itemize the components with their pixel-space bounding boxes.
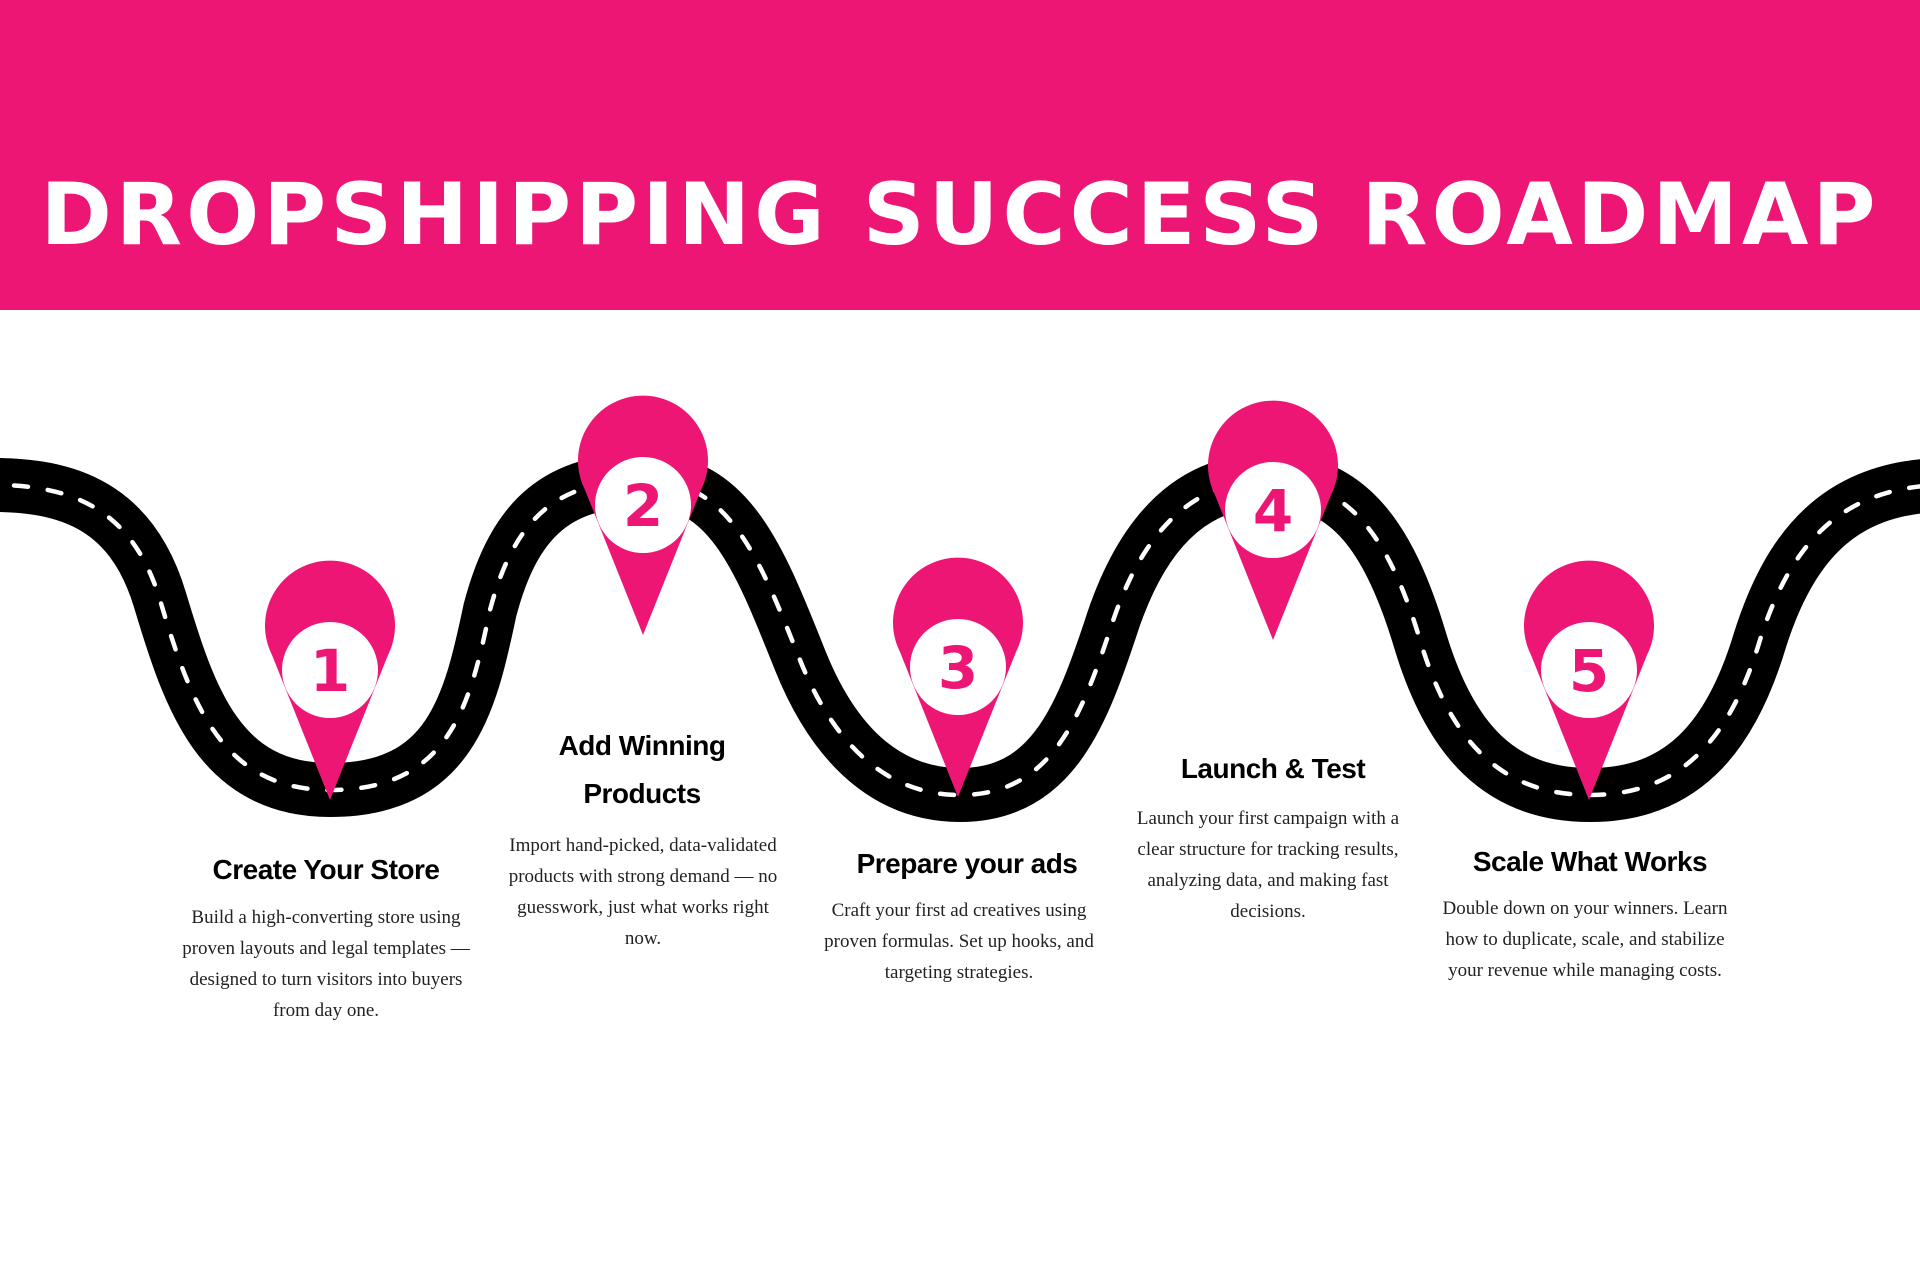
location-pin-icon-3: 3	[893, 557, 1023, 797]
location-pin-icon-4: 4	[1208, 400, 1338, 640]
location-pin-icon-5: 5	[1524, 560, 1654, 800]
step-4-title: Launch & Test	[1180, 753, 1366, 784]
step-3-title: Prepare your ads	[856, 848, 1078, 879]
step-number-4: 4	[1253, 477, 1293, 545]
step-number-2: 2	[623, 472, 663, 540]
location-pin-icon-1: 1	[265, 560, 395, 800]
step-5-title: Scale What Works	[1472, 846, 1708, 877]
step-number-3: 3	[938, 634, 978, 702]
step-number-5: 5	[1569, 637, 1609, 705]
step-4-description: Launch your first campaign with a clear …	[1136, 808, 1400, 922]
step-number-1: 1	[310, 637, 350, 705]
step-5-description: Double down on your winners. Learn how t…	[1442, 898, 1728, 981]
location-pin-icon-2: 2	[578, 395, 708, 635]
step-3-description: Craft your first ad creatives using prov…	[824, 900, 1094, 983]
step-1-description: Build a high-converting store using prov…	[182, 907, 470, 1021]
step-1-title: Create Your Store	[212, 854, 440, 885]
page-title: DROPSHIPPING SUCCESS ROADMAP	[40, 164, 1880, 265]
step-2-description: Import hand-picked, data-validated produ…	[508, 835, 778, 949]
header-banner: DROPSHIPPING SUCCESS ROADMAP	[0, 0, 1920, 310]
step-2-title: Add Winning Products	[558, 730, 726, 809]
